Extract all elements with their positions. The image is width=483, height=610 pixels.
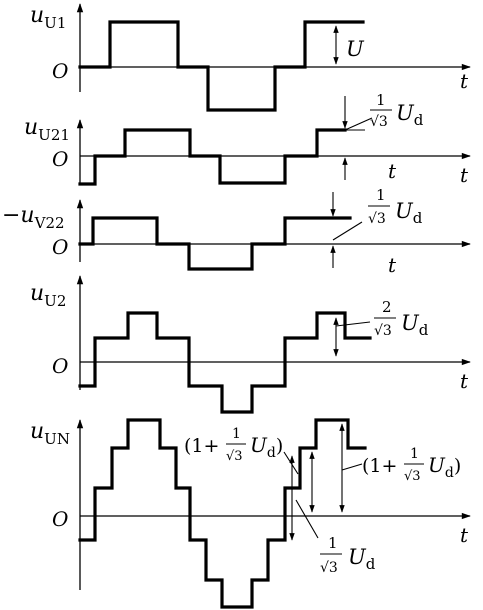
fraction-num-u21: 1 (376, 91, 386, 109)
ud-label-u2: Ud (401, 311, 429, 339)
t-label-v22: t (388, 253, 397, 277)
t-label-u21: t (460, 163, 469, 187)
annotation-un-right: (1+ 1 √3 Ud) (362, 446, 461, 484)
ann-left-den: √3 (226, 449, 243, 464)
y-label-u2: uU2 (30, 281, 66, 310)
t-label-u21-inner: t (388, 159, 397, 183)
fraction-num-v22: 1 (376, 186, 386, 204)
annotation-v22: 1 √3 Ud (368, 186, 423, 227)
y-label-u21: uU21 (24, 115, 70, 144)
y-label-v22: −uV22 (2, 203, 65, 232)
ann-left-ud: Ud) (250, 433, 283, 461)
leader-u2 (335, 321, 371, 327)
panel-u-v22: −uV22 O t 1 √3 Ud (2, 186, 471, 277)
t-label-un: t (460, 523, 469, 547)
ann-bottom-num: 1 (328, 534, 338, 552)
waveform-un (78, 418, 367, 609)
ann-right-den: √3 (404, 469, 421, 484)
t-label-u1: t (460, 69, 469, 93)
ann-left-num: 1 (232, 426, 241, 442)
leader-un-left (283, 451, 299, 475)
fraction-den-u21: √3 (370, 114, 388, 130)
annotation-u21: 1 √3 Ud (370, 91, 424, 130)
t-label-u2: t (460, 369, 469, 393)
ann-bottom-den: √3 (320, 560, 338, 576)
waveform-u2 (78, 311, 372, 414)
fraction-den-v22: √3 (368, 211, 386, 227)
ud-label-v22: Ud (395, 199, 423, 227)
y-label-un: uUN (30, 419, 70, 448)
waveform-u1 (78, 20, 365, 112)
panel-u-u21: uU21 O t t 1 √3 Ud (24, 91, 471, 187)
leader-un-right (341, 463, 363, 471)
fraction-den-u2: √3 (374, 323, 392, 339)
origin-label-un: O (52, 507, 68, 531)
fraction-num-u2: 2 (382, 298, 392, 316)
annotation-un-left: (1+ 1 √3 Ud) (184, 426, 283, 464)
panel-u-u2: uU2 O t 2 √3 Ud (30, 275, 471, 414)
ann-right-num: 1 (410, 446, 419, 462)
origin-label-u2: O (52, 354, 68, 378)
leader-v22 (332, 221, 363, 241)
ann-right-pre: (1+ (362, 455, 397, 477)
origin-label-u21: O (52, 147, 68, 171)
ud-label-u21: Ud (396, 101, 424, 129)
annotation-un-bottom: 1 √3 Ud (320, 534, 376, 576)
ann-right-ud: Ud) (428, 453, 461, 481)
annotation-u2: 2 √3 Ud (374, 298, 429, 339)
origin-label-v22: O (52, 235, 68, 259)
waveform-u21 (78, 128, 347, 186)
waveform-v22 (78, 216, 352, 271)
leader-u21 (344, 117, 373, 131)
panel-u-u1: uU1 O t U (30, 3, 471, 112)
ann-left-pre: (1+ (184, 435, 219, 457)
ann-bottom-ud: Ud (348, 545, 376, 573)
origin-label-u1: O (52, 59, 68, 83)
leader-un-bottom (295, 499, 319, 539)
panel-u-un: uUN O t (1+ 1 √3 Ud) (1+ 1 √3 Ud) 1 √3 U… (30, 418, 471, 609)
amp-label-u1: U (346, 37, 365, 61)
y-label-u1: uU1 (30, 3, 66, 32)
